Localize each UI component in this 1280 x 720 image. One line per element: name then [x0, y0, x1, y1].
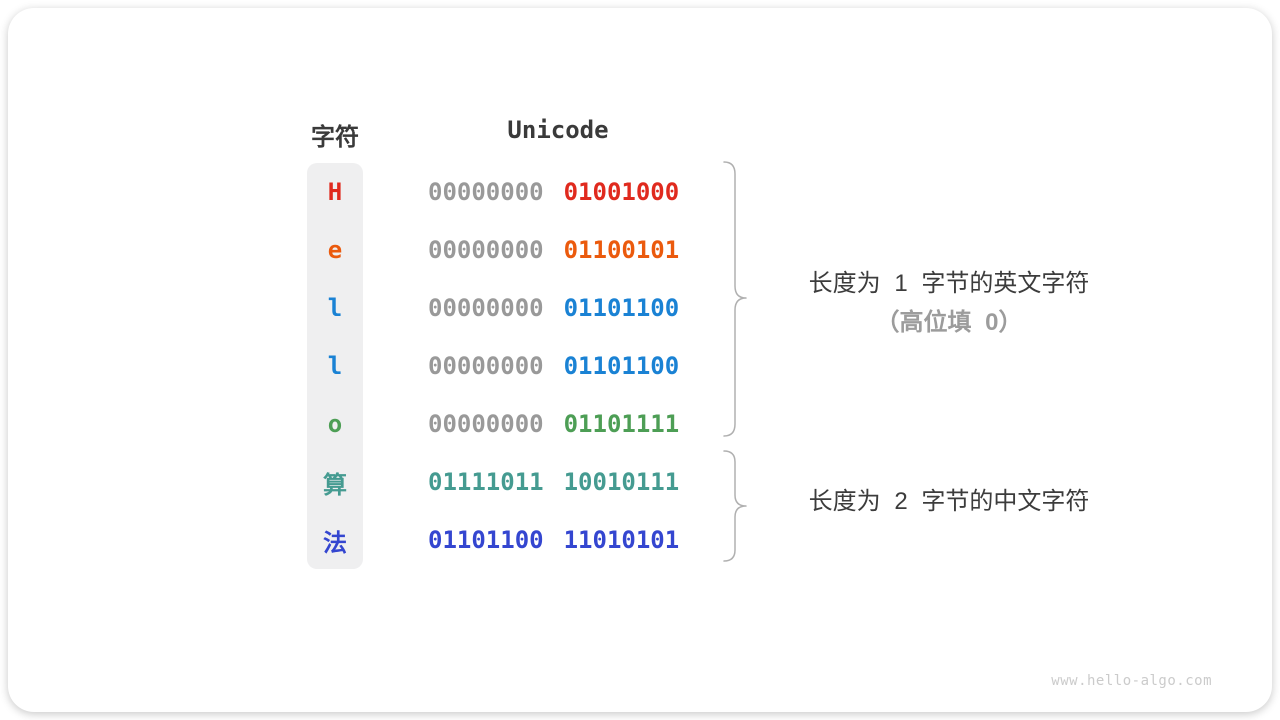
- byte-low: 01101100: [563, 294, 680, 322]
- annotation-chinese-line1: 长度为 2 字节的中文字符: [808, 488, 1090, 515]
- binary-row: 00000000 01001000: [428, 163, 708, 221]
- binary-row: 00000000 01101111: [428, 395, 708, 453]
- byte-high: 00000000: [428, 178, 544, 206]
- character-cell: o: [327, 410, 343, 438]
- column-header-unicode: Unicode: [507, 116, 609, 144]
- annotation-english-chars: 长度为 1 字节的英文字符 （高位填 0）: [769, 264, 1129, 342]
- binary-row: 00000000 01101100: [428, 279, 708, 337]
- brace-two-byte-group: [723, 450, 747, 562]
- byte-high: 00000000: [428, 352, 544, 380]
- character-cell: 法: [323, 528, 347, 557]
- diagram-card: [8, 8, 1272, 712]
- byte-low: 01101100: [563, 352, 680, 380]
- byte-low: 01001000: [563, 178, 680, 206]
- brace-one-byte-group: [723, 161, 747, 437]
- annotation-english-line2: （高位填 0）: [875, 309, 1023, 336]
- byte-high: 00000000: [428, 236, 544, 264]
- annotation-english-line1: 长度为 1 字节的英文字符: [808, 270, 1090, 297]
- binary-row: 01111011 10010111: [428, 453, 708, 511]
- binary-row: 00000000 01100101: [428, 221, 708, 279]
- column-header-character: 字符: [311, 124, 359, 151]
- character-cell: 算: [323, 470, 347, 499]
- byte-high: 01111011: [428, 468, 544, 496]
- byte-high: 00000000: [428, 294, 544, 322]
- character-cell: e: [327, 236, 343, 264]
- character-cell: l: [327, 352, 343, 380]
- watermark: www.hello-algo.com: [1051, 673, 1212, 689]
- byte-low: 01100101: [563, 236, 680, 264]
- binary-row: 01101100 11010101: [428, 511, 708, 569]
- byte-high: 01101100: [428, 526, 544, 554]
- byte-high: 00000000: [428, 410, 544, 438]
- byte-low: 01101111: [563, 410, 680, 438]
- character-cell: H: [327, 178, 343, 206]
- character-cell: l: [327, 294, 343, 322]
- byte-low: 11010101: [563, 526, 680, 554]
- byte-low: 10010111: [563, 468, 680, 496]
- binary-row: 00000000 01101100: [428, 337, 708, 395]
- annotation-chinese-chars: 长度为 2 字节的中文字符: [769, 482, 1129, 521]
